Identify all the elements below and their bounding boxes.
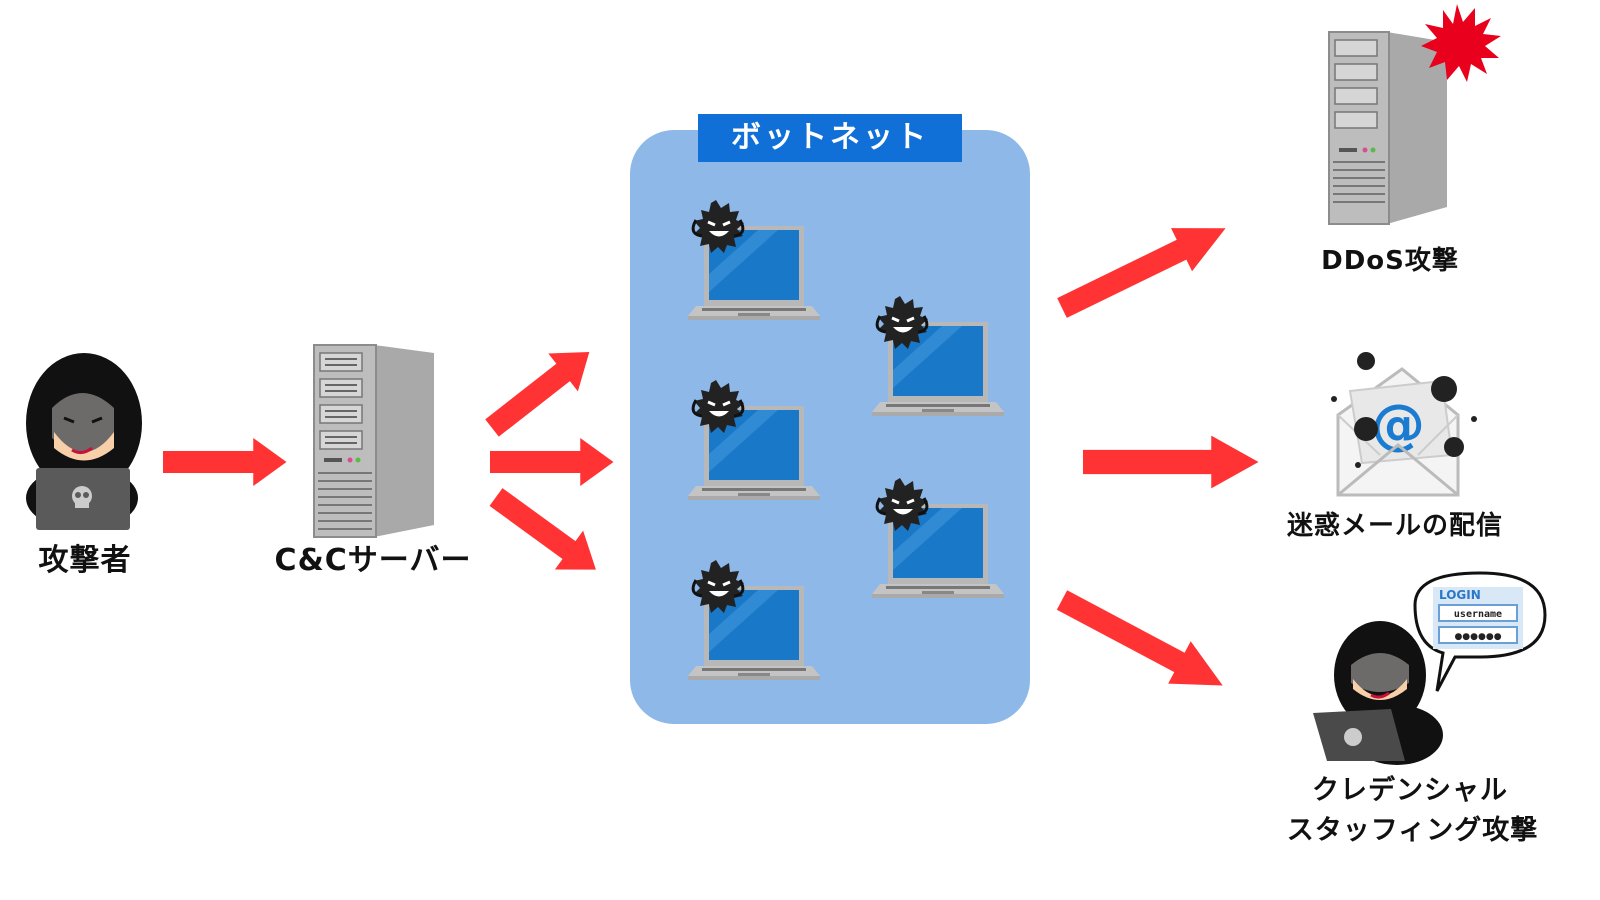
- hacker-login-icon: LOGIN username ●●●●●●: [1313, 571, 1547, 765]
- arrow-cc-to-botnet-up: [477, 333, 605, 447]
- ddos-label: DDoS攻撃: [1321, 246, 1459, 276]
- botnet-title: ボットネット: [698, 114, 962, 162]
- infected-laptops: [688, 198, 1004, 680]
- credential-label-line1: クレデンシャル: [1312, 775, 1508, 806]
- username-field: username: [1454, 609, 1502, 620]
- login-title: LOGIN: [1439, 588, 1481, 602]
- arrow-botnet-to-ddos: [1051, 206, 1237, 330]
- infected-laptop-3: [688, 378, 820, 500]
- cc-server-label: C&Cサーバー: [274, 543, 472, 578]
- arrow-attacker-to-cc: [163, 438, 287, 486]
- spam-label: 迷惑メールの配信: [1286, 511, 1503, 541]
- server-under-attack-icon: [1328, 4, 1501, 225]
- attacker-label: 攻撃者: [38, 543, 132, 578]
- infected-laptop-4: [872, 476, 1004, 598]
- password-field: ●●●●●●: [1454, 632, 1501, 642]
- arrow-botnet-to-spam: [1083, 435, 1259, 489]
- arrow-cc-to-botnet-mid: [490, 438, 614, 486]
- infected-laptop-5: [688, 558, 820, 680]
- spam-mail-envelope-icon: @: [1331, 352, 1477, 497]
- burst-icon: [1421, 4, 1501, 82]
- server-tower-icon: [313, 344, 434, 538]
- arrow-botnet-to-credential: [1050, 578, 1234, 707]
- infected-laptop-2: [872, 294, 1004, 416]
- arrow-cc-to-botnet-down: [481, 477, 611, 590]
- botnet-group: [630, 130, 1030, 724]
- credential-label-line2: スタッフィング攻撃: [1286, 815, 1539, 846]
- infected-laptop-1: [688, 198, 820, 320]
- hooded-hacker-icon: [26, 353, 142, 530]
